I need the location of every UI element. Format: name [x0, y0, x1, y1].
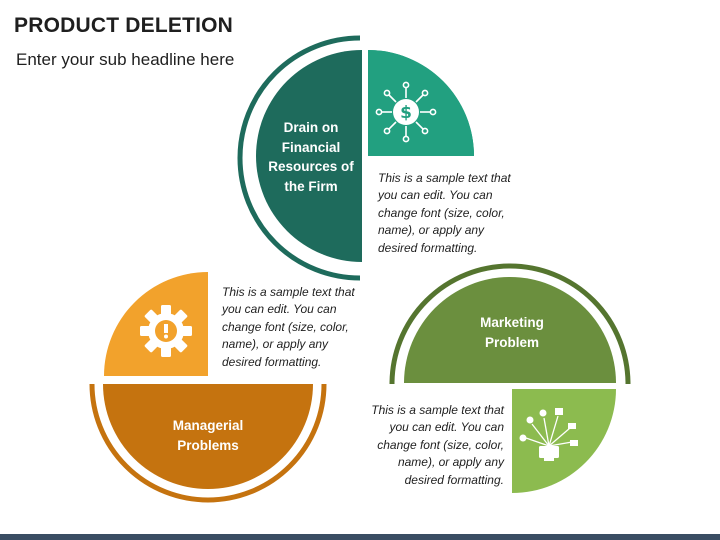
marketing-icon-shape	[512, 389, 616, 493]
dollar-network-icon: $	[375, 81, 437, 143]
marketing-main-shape	[404, 277, 616, 383]
financial-main-shape	[256, 50, 362, 262]
managerial-main-shape	[103, 384, 313, 489]
gear-alert-icon	[140, 305, 192, 357]
segment-managerial	[89, 272, 327, 503]
page-title: PRODUCT DELETION	[14, 14, 234, 37]
social-media-icon	[519, 408, 578, 461]
footer-bar	[0, 534, 720, 540]
managerial-outer-ring	[89, 383, 327, 503]
segment-label-financial: Drain on Financial Resources of the Firm	[268, 120, 354, 194]
segment-financial: $	[237, 35, 474, 281]
segment-marketing	[389, 263, 631, 493]
segment-label-marketing: Marketing Problem	[480, 315, 544, 350]
marketing-outer-ring	[389, 263, 631, 385]
segment-description-financial: This is a sample text that you can edit.…	[378, 171, 511, 255]
segment-description-marketing: This is a sample text that you can edit.…	[371, 403, 504, 487]
segment-description-managerial: This is a sample text that you can edit.…	[222, 285, 355, 369]
financial-outer-ring	[237, 35, 361, 281]
segment-label-managerial: Managerial Problems	[172, 418, 244, 453]
page-subtitle: Enter your sub headline here	[16, 50, 235, 69]
svg-text:$: $	[400, 103, 412, 123]
